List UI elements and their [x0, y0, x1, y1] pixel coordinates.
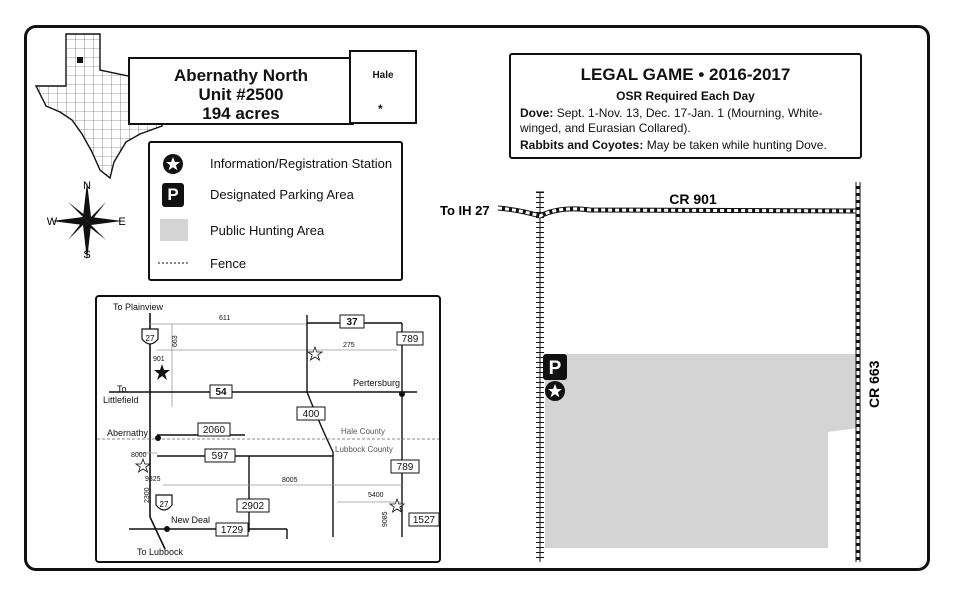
legend-public-area-label: Public Hunting Area: [210, 223, 325, 238]
svg-text:27: 27: [146, 334, 155, 343]
shield-400: [296, 406, 326, 421]
new-deal-dot: [164, 526, 170, 532]
label-cr-663: CR 663: [866, 360, 882, 408]
label-to-littlefield-line2: Littlefield: [103, 395, 139, 405]
road-400: [306, 315, 334, 537]
label-2902: 2902: [242, 501, 265, 512]
other-unit-star-icon: [306, 345, 324, 361]
label-901: 901: [153, 356, 165, 363]
vicinity-inset-map: 27 27 To Plainview 611 663 901 275 37 78…: [95, 295, 441, 563]
legal-game-title: LEGAL GAME • 2016-2017: [580, 65, 791, 84]
label-8000: 8000: [131, 452, 147, 459]
label-2060: 2060: [203, 425, 226, 436]
compass-e: E: [118, 216, 125, 228]
label-abernathy: Abernathy: [107, 428, 149, 438]
other-unit-star-icon: [388, 497, 406, 513]
interstate-27-north-shield-icon: 27: [141, 328, 159, 345]
svg-text:27: 27: [160, 500, 169, 509]
label-275: 275: [343, 342, 355, 349]
compass-w: W: [47, 216, 58, 228]
parking-icon: P: [162, 183, 184, 207]
county-unit-marker: *: [378, 102, 383, 116]
county-name: Hale: [372, 70, 394, 81]
label-cr-901: CR 901: [669, 191, 717, 207]
label-2300: 2300: [144, 487, 151, 503]
dove-season: Dove: Sept. 1-Nov. 13, Dec. 17-Jan. 1 (M…: [520, 106, 860, 136]
shield-1729: [215, 522, 249, 537]
fence-line-swatch: [158, 262, 190, 264]
shield-789-south: [390, 459, 420, 474]
station-star-icon: [163, 154, 183, 174]
legend-fence-label: Fence: [210, 256, 247, 271]
parking-icon: P: [543, 354, 567, 380]
legend-station-label: Information/Registration Station: [210, 156, 393, 171]
compass-s: S: [83, 249, 90, 261]
compass-rose: N S E W: [47, 180, 126, 261]
label-789-south: 789: [397, 462, 414, 473]
compass-n: N: [83, 180, 91, 192]
unit-number: Unit #2500: [198, 85, 284, 104]
label-to-lubbock: To Lubbock: [137, 547, 184, 557]
dove-label: Dove:: [520, 106, 554, 120]
label-5400: 5400: [368, 492, 384, 499]
unit-location-star-icon: [154, 364, 170, 380]
unit-acreage: 194 acres: [202, 104, 280, 123]
rabbits-season: Rabbits and Coyotes: May be taken while …: [520, 138, 860, 152]
unit-map: CR 901 To IH 27 CR 663 P: [440, 182, 882, 562]
abernathy-dot: [155, 435, 161, 441]
label-new-deal: New Deal: [171, 515, 210, 525]
registration-station-star-icon: [545, 381, 565, 401]
legal-game-box: LEGAL GAME • 2016-2017 OSR Required Each…: [509, 53, 862, 159]
label-to-littlefield-line1: To: [117, 384, 127, 394]
shield-789-north: [396, 331, 424, 346]
label-611: 611: [219, 315, 230, 322]
dove-text: Sept. 1-Nov. 13, Dec. 17-Jan. 1 (Mournin…: [520, 106, 823, 135]
county-box: Hale *: [349, 50, 417, 124]
label-54: 54: [215, 387, 227, 398]
cr-901-road: [497, 205, 859, 219]
petersburg-dot: [399, 391, 405, 397]
legend-box: Information/Registration Station P Desig…: [148, 141, 403, 281]
shield-1527: [408, 512, 439, 527]
i27-highway: [149, 313, 166, 550]
unit-title-box: Abernathy North Unit #2500 194 acres: [128, 57, 354, 125]
label-petersburg: Pertersburg: [353, 378, 400, 388]
public-area-swatch: [160, 219, 188, 241]
compass-star-icon: [52, 182, 122, 260]
label-lubbock-county: Lubbock County: [335, 445, 393, 454]
svg-text:P: P: [549, 358, 562, 379]
label-400: 400: [303, 409, 320, 420]
label-789-north: 789: [402, 334, 419, 345]
interstate-27-south-shield-icon: 27: [155, 494, 173, 511]
label-to-ih-27: To IH 27: [440, 203, 490, 218]
rabbits-text: May be taken while hunting Dove.: [646, 138, 827, 152]
shield-2902: [236, 498, 270, 513]
label-8005: 8005: [282, 477, 298, 484]
public-hunting-area: [545, 354, 858, 548]
rabbits-label: Rabbits and Coyotes:: [520, 138, 644, 152]
label-hale-county: Hale County: [341, 427, 385, 436]
map-frame: [24, 25, 930, 571]
label-1527: 1527: [413, 515, 436, 526]
label-to-plainview: To Plainview: [113, 302, 164, 312]
unit-name: Abernathy North: [173, 66, 309, 85]
shield-37: [339, 314, 365, 329]
legal-game-subtitle: OSR Required Each Day: [616, 89, 755, 103]
shield-54: [209, 384, 233, 399]
legend-parking-label: Designated Parking Area: [210, 187, 354, 202]
label-1729: 1729: [221, 525, 244, 536]
shield-2060: [197, 422, 231, 437]
other-unit-star-icon: [134, 457, 152, 473]
label-597: 597: [212, 451, 229, 462]
label-9325: 9325: [145, 476, 161, 483]
label-663: 663: [172, 335, 179, 347]
label-37: 37: [346, 317, 358, 328]
railroad-track: [536, 191, 544, 562]
shield-597: [204, 448, 236, 463]
label-9085: 9085: [382, 511, 389, 527]
